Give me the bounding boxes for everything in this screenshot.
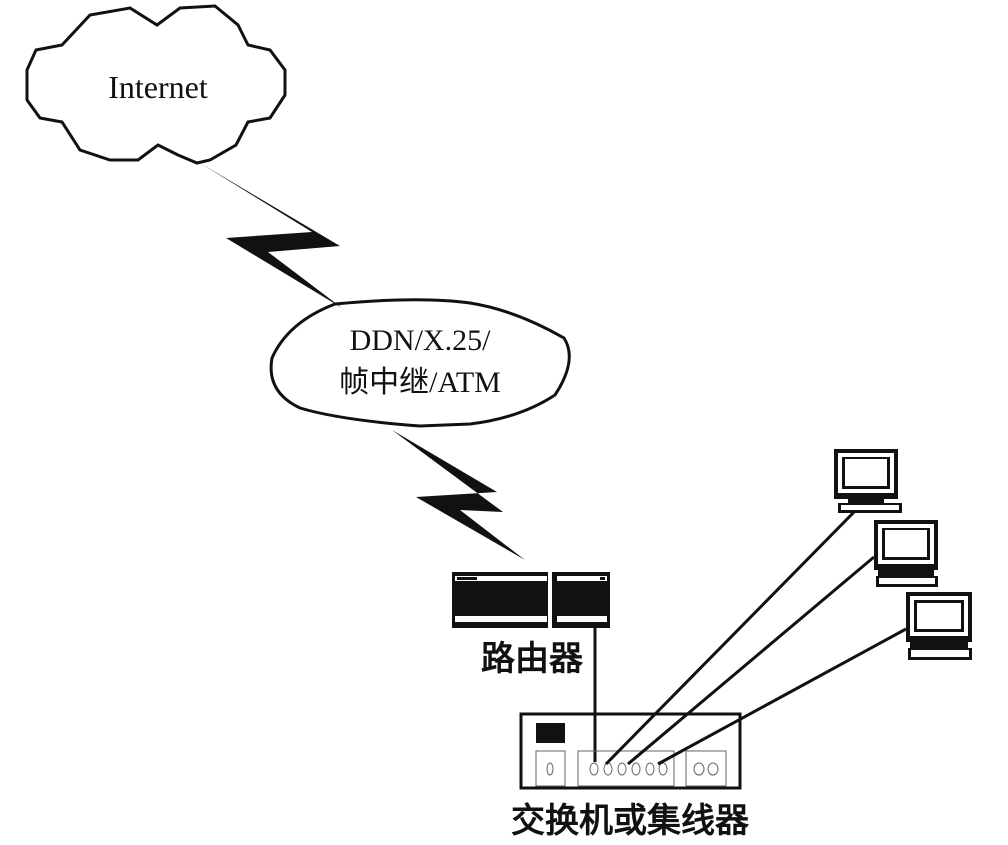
computer-icon bbox=[906, 592, 972, 660]
cloud-shape bbox=[25, 4, 287, 165]
pc-3 bbox=[906, 592, 972, 660]
internet-label: Internet bbox=[108, 69, 208, 105]
computer-icon bbox=[834, 449, 902, 513]
wan-label-line1: DDN/X.25/ bbox=[350, 324, 491, 357]
pc-2 bbox=[874, 520, 938, 587]
computer-icon bbox=[874, 520, 938, 587]
wan-ellipse bbox=[269, 298, 571, 428]
router-node: 路由器 bbox=[452, 572, 610, 679]
switch-node: 交换机或集线器 bbox=[511, 712, 750, 841]
wan-node: DDN/X.25/ 帧中继/ATM bbox=[269, 298, 571, 428]
pc-1 bbox=[834, 449, 902, 513]
switch-pc3-link bbox=[657, 627, 907, 766]
wan-link-lightning-1 bbox=[200, 163, 342, 308]
router-label: 路由器 bbox=[481, 639, 584, 679]
switch-icon bbox=[519, 712, 742, 790]
switch-pc1-link bbox=[604, 506, 860, 766]
wan-link-lightning-2 bbox=[392, 430, 525, 560]
wan-label-line2: 帧中继/ATM bbox=[339, 366, 501, 399]
switch-pc2-link bbox=[627, 555, 875, 766]
switch-label: 交换机或集线器 bbox=[511, 801, 750, 841]
internet-node: Internet bbox=[25, 4, 287, 165]
router-icon bbox=[452, 572, 610, 628]
